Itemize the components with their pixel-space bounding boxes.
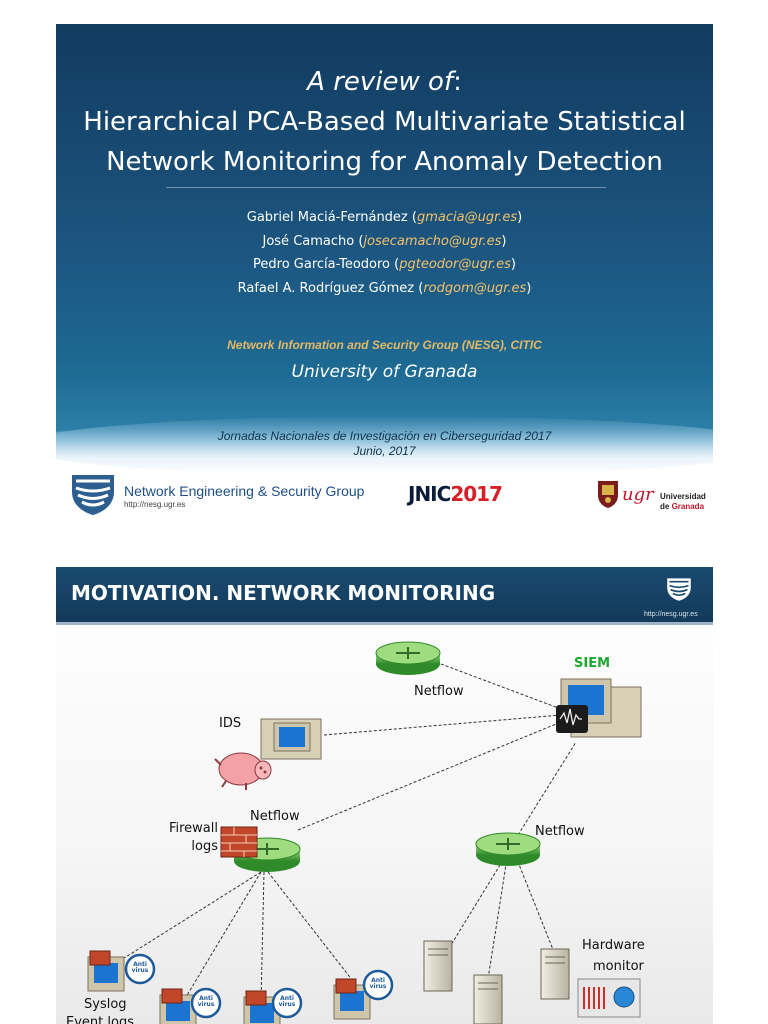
title-divider — [166, 187, 606, 188]
client-pc-icon — [243, 987, 303, 1024]
antivirus-badge-label: Anti virus — [369, 977, 387, 990]
motivation-slide: MOTIVATION. NETWORK MONITORING http://ne… — [56, 567, 713, 1024]
author-name: Pedro García-Teodoro — [253, 257, 391, 272]
author-email[interactable]: rodgom@ugr.es — [423, 280, 527, 296]
siem-computer-icon — [556, 678, 642, 738]
author-email[interactable]: josecamacho@ugr.es — [363, 233, 502, 249]
server-icon — [473, 974, 503, 1024]
conference-date: Junio, 2017 — [353, 444, 416, 458]
nesg-name: Network Engineering & Security Group — [124, 483, 365, 499]
client-pc-icon — [87, 950, 156, 992]
slide-title: A review of: Hierarchical PCA-Based Mult… — [56, 62, 713, 182]
network-diagram — [87, 641, 642, 1024]
router-icon — [475, 832, 541, 866]
nesg-url[interactable]: http://nesg.ugr.es — [124, 500, 186, 509]
netflow-label: Netflow — [414, 684, 464, 699]
antivirus-badge-label: Anti virus — [278, 995, 296, 1008]
hardware-monitor-icon — [577, 978, 641, 1018]
nesg-shield-icon — [667, 578, 691, 601]
logs-label: logs — [191, 839, 218, 854]
ugr-logo: ugr — [622, 484, 654, 505]
header-separator — [56, 622, 713, 625]
wordmark-granada: Granada — [671, 502, 705, 511]
author-email[interactable]: pgteodor@ugr.es — [399, 257, 511, 272]
netflow-label: Netflow — [535, 824, 585, 839]
wordmark-line-1: Universidad — [660, 492, 706, 501]
antivirus-badge-label: Anti virus — [197, 995, 215, 1008]
university-wordmark: Universidad de Granada — [660, 492, 706, 512]
jnic-logo-year: 2017 — [450, 482, 503, 506]
jnic-logo-text: JNIC — [408, 482, 451, 506]
siem-label: SIEM — [574, 656, 611, 671]
author-name: Rafael A. Rodríguez Gómez — [237, 280, 415, 296]
header-url[interactable]: http://nesg.ugr.es — [644, 611, 698, 618]
author-item: Rafael A. Rodríguez Gómez (rodgom@ugr.es… — [237, 280, 532, 296]
author-name: Gabriel Maciá-Fernández — [246, 210, 408, 225]
slide-header — [56, 567, 713, 622]
title-colon: : — [453, 67, 462, 97]
author-item: Gabriel Maciá-Fernández (gmacia@ugr.es) — [246, 210, 523, 225]
ids-label: IDS — [219, 716, 242, 731]
conference-info: Jornadas Nacionales de Investigación en … — [56, 429, 713, 459]
conference-name: Jornadas Nacionales de Investigación en … — [217, 429, 552, 443]
wordmark-de: de — [660, 502, 672, 511]
title-slide: A review of: Hierarchical PCA-Based Mult… — [56, 24, 713, 519]
author-list: Gabriel Maciá-Fernández (gmacia@ugr.es) … — [56, 206, 713, 300]
author-email[interactable]: gmacia@ugr.es — [416, 210, 518, 225]
firewall-router-icon — [220, 826, 301, 872]
antivirus-badge-label: Anti virus — [131, 961, 149, 974]
author-item: José Camacho (josecamacho@ugr.es) — [262, 233, 507, 249]
jnic-logo: JNIC2017 — [408, 482, 503, 506]
client-pc-icon — [333, 969, 394, 1020]
research-group: Network Information and Security Group (… — [227, 338, 542, 352]
title-line-3: Network Monitoring for Anomaly Detection — [106, 147, 663, 177]
wave-decoration — [56, 416, 713, 476]
university-seal-icon — [598, 481, 618, 508]
snort-pig-icon — [214, 752, 272, 790]
hardware-label: Hardware — [582, 938, 645, 953]
network-links — [120, 663, 577, 1003]
title-line-2: Hierarchical PCA-Based Multivariate Stat… — [83, 107, 686, 137]
client-pc-icon — [159, 987, 222, 1024]
title-review: A review of — [307, 67, 454, 97]
university-name: University of Granada — [291, 362, 478, 382]
netflow-label: Netflow — [250, 809, 300, 824]
syslog-label: Syslog — [84, 997, 127, 1012]
firewall-label: Firewall — [168, 821, 218, 836]
author-item: Pedro García-Teodoro (pgteodor@ugr.es) — [253, 257, 516, 272]
eventlogs-label: Event logs — [66, 1015, 134, 1024]
slide-title: MOTIVATION. NETWORK MONITORING — [71, 581, 496, 605]
monitor-label: monitor — [593, 959, 644, 974]
router-icon — [375, 641, 441, 675]
server-icon — [423, 940, 453, 992]
nesg-shield-icon — [72, 475, 114, 515]
author-name: José Camacho — [262, 233, 355, 249]
server-icon — [540, 948, 570, 1000]
ids-computer-icon — [260, 718, 322, 760]
